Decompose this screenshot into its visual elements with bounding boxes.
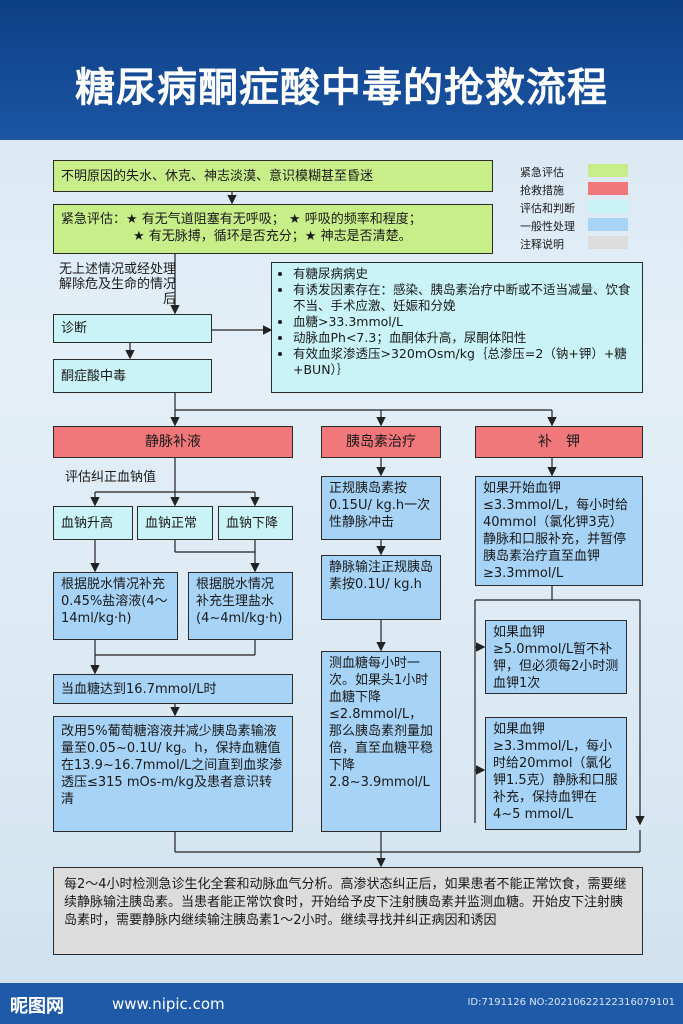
glucose-threshold-text: 当血糖达到16.7mmol/L时 (61, 681, 217, 697)
sodium-normal-text: 血钠正常 (145, 515, 198, 531)
diagnosis-box: 诊断 (53, 314, 212, 343)
criterion-item: 动脉血Ph<7.3；血酮体升高，尿酮体阳性 (293, 330, 635, 346)
normal-saline-plan-text: 根据脱水情况补充生理盐水(4~4ml/kg·h) (196, 577, 283, 626)
glucose-monitor-text: 测血糖每小时一次。如果头1小时血糖下降≤2.8mmol/L，那么胰岛素剂量加倍，… (329, 656, 434, 790)
insulin-infusion-text: 静脉输注正规胰岛素按0.1U/ kg.h (329, 560, 434, 592)
legend-swatch-note (588, 236, 628, 249)
sodium-high-box: 血钠升高 (53, 506, 133, 540)
dextrose-plan-text: 改用5%葡萄糖溶液并减少胰岛素输液量至0.05~0.1U/ kg。h，保持血糖值… (61, 724, 283, 807)
diagnostic-criteria-box: 有糖尿病病史 有诱发因素存在：感染、胰岛素治疗中断或不适当减量、饮食不当、手术应… (271, 262, 643, 393)
header-banner (0, 0, 683, 140)
sodium-normal-box: 血钠正常 (137, 506, 213, 540)
criterion-item: 有效血浆渗透压>320mOsm/kg｛总渗压=2（钠+钾）+糖+BUN）｝ (293, 346, 635, 378)
glucose-threshold-box: 当血糖达到16.7mmol/L时 (53, 674, 293, 704)
monitoring-note-box: 每2～4小时检测急诊生化全套和动脉血气分析。高渗状态纠正后，如果患者不能正常饮食… (53, 867, 643, 955)
emergency-line-1: 紧急评估：★ 有无气道阻塞有无呼吸； ★ 呼吸的频率和程度； (61, 212, 422, 227)
emergency-line-2: ★ 有无脉搏，循环是否充分；★ 神志是否清楚。 (133, 229, 412, 244)
diagnosis-text: 诊断 (61, 321, 88, 336)
legend-swatch-emergency (588, 164, 628, 177)
assess-sodium-label: 评估纠正血钠值 (65, 470, 157, 485)
legend-swatch-assess (588, 200, 628, 213)
symptoms-text: 不明原因的失水、休克、神志淡漠、意识模糊甚至昏迷 (61, 168, 374, 184)
legend-swatch-rescue (588, 182, 628, 195)
half-saline-plan-box: 根据脱水情况补充0.45%盐溶液(4～14ml/kg·h) (53, 572, 178, 640)
sodium-low-box: 血钠下降 (218, 506, 293, 540)
dka-box: 酮症酸中毒 (53, 359, 212, 393)
emergency-assessment-box: 紧急评估：★ 有无气道阻塞有无呼吸； ★ 呼吸的频率和程度； ★ 有无脉搏，循环… (53, 204, 493, 254)
footer-bar (0, 983, 683, 1024)
potassium-header: 补 钾 (475, 426, 643, 458)
potassium-low-box: 如果开始血钾≤3.3mmol/L，每小时给40mmol（氯化钾3克）静脉和口服补… (475, 476, 643, 586)
legend-label-emergency: 紧急评估 (520, 166, 564, 179)
dextrose-plan-box: 改用5%葡萄糖溶液并减少胰岛素输液量至0.05~0.1U/ kg。h，保持血糖值… (53, 716, 293, 832)
side-note: 无上述情况或经处理解除危及生命的情况后 (58, 262, 176, 307)
site-logo: 昵图网 (10, 996, 64, 1017)
legend-label-general: 一般性处理 (520, 220, 575, 233)
potassium-low-text: 如果开始血钾≤3.3mmol/L，每小时给40mmol（氯化钾3克）静脉和口服补… (483, 481, 629, 581)
criterion-item: 血糖>33.3mmol/L (293, 314, 635, 330)
insulin-header: 胰岛素治疗 (321, 426, 441, 458)
glucose-monitor-box: 测血糖每小时一次。如果头1小时血糖下降≤2.8mmol/L，那么胰岛素剂量加倍，… (321, 651, 441, 832)
iv-fluid-header: 静脉补液 (53, 426, 293, 458)
image-id: ID:7191126 NO:20210622122316079101 (467, 997, 675, 1008)
legend-label-note: 注释说明 (520, 238, 564, 251)
potassium-high-box: 如果血钾≥5.0mmol/L暂不补钾，但必须每2小时测血钾1次 (485, 620, 627, 694)
potassium-mid-box: 如果血钾≥3.3mmol/L，每小时给20mmol（氯化钾1.5克）静脉和口服补… (485, 717, 627, 830)
page-title: 糖尿病酮症酸中毒的抢救流程 (75, 65, 608, 111)
criterion-item: 有诱发因素存在：感染、胰岛素治疗中断或不适当减量、饮食不当、手术应激、妊娠和分娩 (293, 282, 635, 314)
legend-swatch-general (588, 218, 628, 231)
dka-text: 酮症酸中毒 (61, 368, 127, 384)
symptoms-box: 不明原因的失水、休克、神志淡漠、意识模糊甚至昏迷 (53, 160, 493, 192)
potassium-high-text: 如果血钾≥5.0mmol/L暂不补钾，但必须每2小时测血钾1次 (493, 625, 619, 691)
insulin-bolus-text: 正规胰岛素按0.15U/ kg.h一次性静脉冲击 (329, 481, 431, 530)
site-url: www.nipic.com (112, 995, 225, 1013)
sodium-low-text: 血钠下降 (226, 515, 279, 531)
criterion-item: 有糖尿病病史 (293, 266, 635, 282)
insulin-bolus-box: 正规胰岛素按0.15U/ kg.h一次性静脉冲击 (321, 476, 441, 540)
legend-label-assess: 评估和判断 (520, 202, 575, 215)
legend-label-rescue: 抢救措施 (520, 184, 564, 197)
monitoring-note-text: 每2～4小时检测急诊生化全套和动脉血气分析。高渗状态纠正后，如果患者不能正常饮食… (64, 877, 627, 928)
insulin-infusion-box: 静脉输注正规胰岛素按0.1U/ kg.h (321, 555, 441, 620)
half-saline-plan-text: 根据脱水情况补充0.45%盐溶液(4～14ml/kg·h) (61, 577, 168, 626)
normal-saline-plan-box: 根据脱水情况补充生理盐水(4~4ml/kg·h) (188, 572, 293, 640)
sodium-high-text: 血钠升高 (61, 515, 114, 531)
potassium-mid-text: 如果血钾≥3.3mmol/L，每小时给20mmol（氯化钾1.5克）静脉和口服补… (493, 722, 618, 822)
